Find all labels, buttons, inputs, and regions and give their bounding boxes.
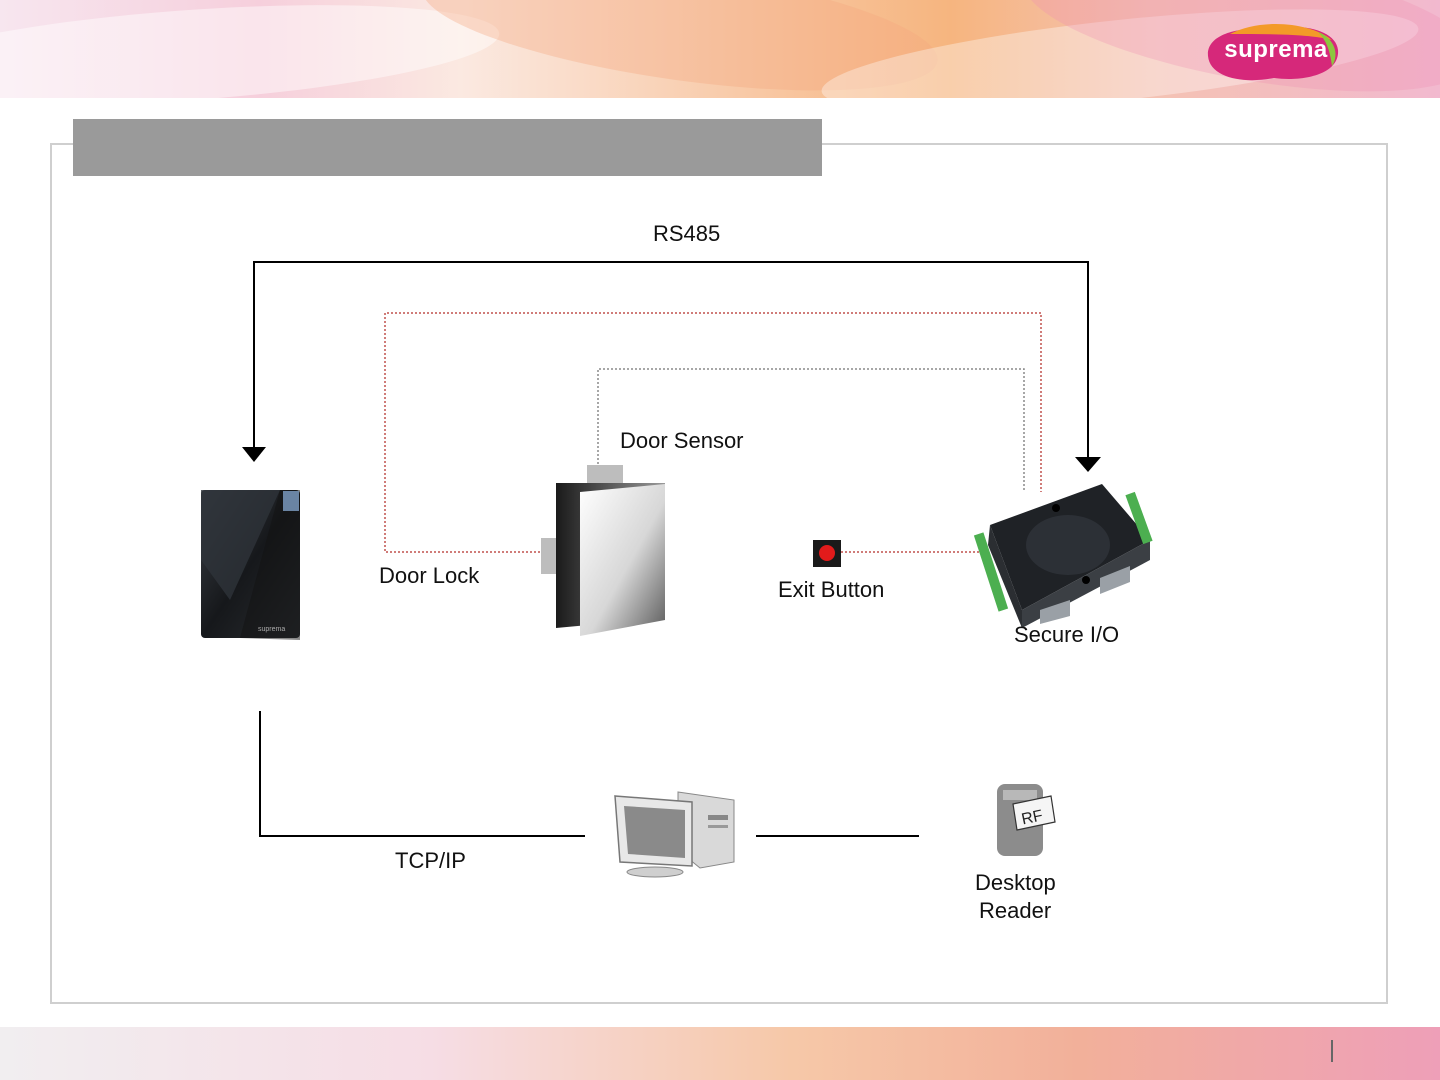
io-module-icon [974, 484, 1153, 628]
tcp-ip-label: TCP/IP [395, 848, 466, 874]
desktop-computer-icon [615, 792, 734, 877]
footer-divider [1331, 1040, 1333, 1062]
reader-brand-text: suprema [258, 626, 285, 633]
rs485-label: RS485 [653, 221, 720, 247]
rs485-arrow-right [1075, 457, 1101, 472]
tcp-ip-line [260, 711, 585, 836]
secure-io-label: Secure I/O [1014, 622, 1119, 648]
red-button-icon [813, 540, 841, 567]
door-icon [541, 465, 665, 636]
desktop-reader-label-line2: Reader [979, 898, 1051, 924]
rs485-arrow-left [242, 447, 266, 462]
footer-band [0, 1027, 1440, 1080]
exit-button-label: Exit Button [778, 577, 884, 603]
desktop-reader-label-line1: Desktop [975, 870, 1056, 896]
card-reader-icon [201, 490, 300, 640]
door-lock-label: Door Lock [379, 563, 479, 589]
door-sensor-label: Door Sensor [620, 428, 744, 454]
